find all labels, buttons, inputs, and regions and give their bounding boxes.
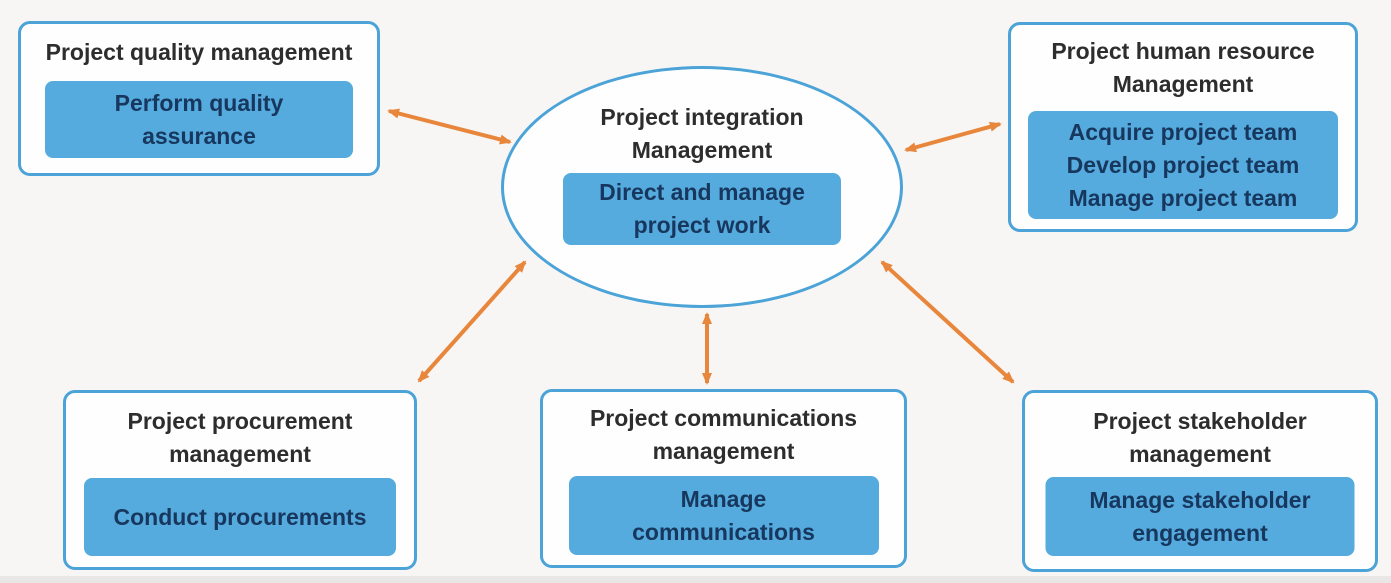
arrow-integration-quality [387, 108, 512, 145]
node-project-quality-management: Project quality management Perform quali… [18, 21, 380, 176]
node-project-integration-management: Project integration Management Direct an… [501, 66, 903, 308]
arrow-integration-procurement [417, 260, 527, 383]
arrow-integration-human-resource [904, 121, 1002, 153]
task-chip: Direct and manage project work [563, 173, 841, 245]
node-title: Project human resource Management [1051, 38, 1315, 97]
slide-edge-strip [0, 576, 1391, 583]
node-project-human-resource-management: Project human resource Management Acquir… [1008, 22, 1358, 232]
task-chip: Manage communications [568, 476, 879, 555]
node-project-stakeholder-management: Project stakeholder management Manage st… [1022, 390, 1378, 572]
node-title: Project procurement management [127, 408, 353, 467]
arrow-integration-stakeholder [880, 260, 1015, 384]
node-title: Project quality management [45, 39, 353, 65]
node-project-procurement-management: Project procurement management Conduct p… [63, 390, 417, 570]
node-title: Project communications management [589, 405, 858, 464]
task-chip: Manage stakeholder engagement [1045, 477, 1355, 556]
node-project-communications-management: Project communications management Manage… [540, 389, 907, 568]
task-chip: Acquire project team Develop project tea… [1028, 111, 1338, 219]
task-chip: Perform quality assurance [45, 81, 353, 158]
node-title: Project integration Management [600, 104, 804, 163]
node-title: Project stakeholder management [1093, 408, 1307, 467]
task-chip: Conduct procurements [84, 478, 396, 556]
